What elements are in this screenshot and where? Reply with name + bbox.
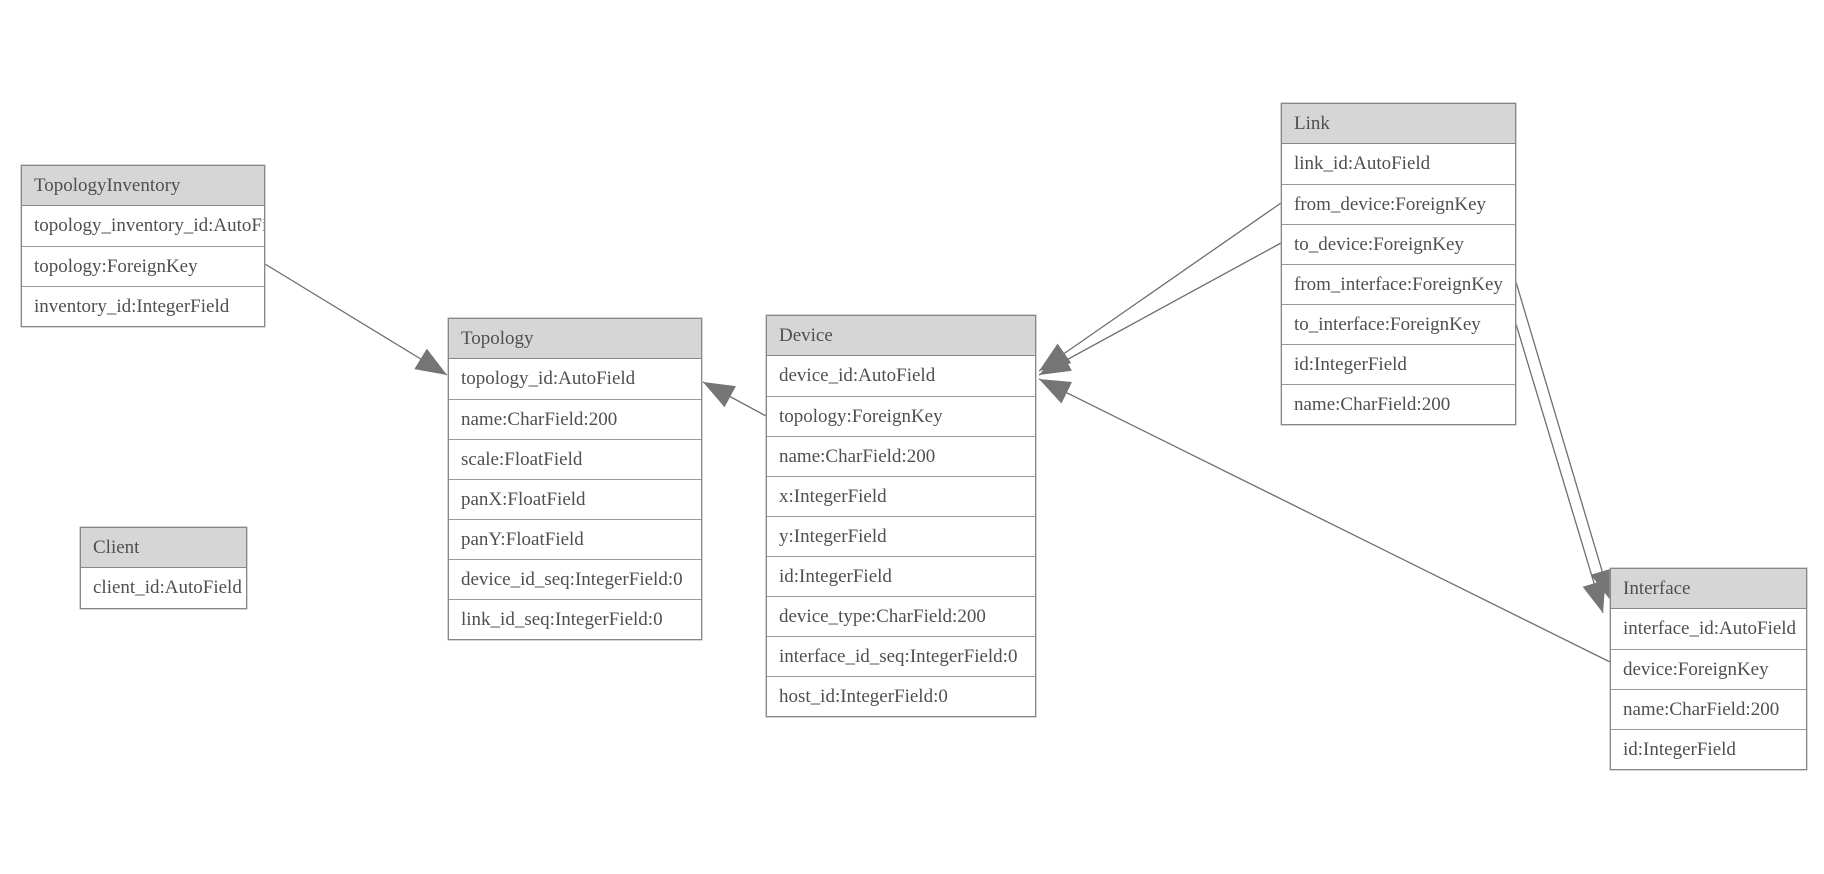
entity-field-list: topology_inventory_id:AutoFieldtopology:… [22,206,264,326]
field-row: topology_id:AutoField [449,359,701,399]
field-row: panY:FloatField [449,519,701,559]
entity-title: TopologyInventory [22,166,264,206]
field-row: name:CharField:200 [1282,384,1515,424]
field-row: id:IntegerField [767,556,1035,596]
entity-title: Client [81,528,246,568]
field-row: interface_id:AutoField [1611,609,1806,649]
entity-title: Device [767,316,1035,356]
field-row: y:IntegerField [767,516,1035,556]
field-row: link_id_seq:IntegerField:0 [449,599,701,639]
field-row: from_interface:ForeignKey [1282,264,1515,304]
field-row: device_id_seq:IntegerField:0 [449,559,701,599]
field-row: id:IntegerField [1611,729,1806,769]
field-row: device_id:AutoField [767,356,1035,396]
field-row: id:IntegerField [1282,344,1515,384]
field-row: link_id:AutoField [1282,144,1515,184]
relation-line-topology-inventory-to-topology [264,263,448,376]
field-row: x:IntegerField [767,476,1035,516]
entity-title: Topology [449,319,701,359]
entity-topology-inventory: TopologyInventory topology_inventory_id:… [21,165,265,327]
field-row: host_id:IntegerField:0 [767,676,1035,716]
relation-line-device-to-topology [702,381,767,417]
entity-client: Client client_id:AutoField [80,527,247,609]
field-row: name:CharField:200 [767,436,1035,476]
field-row: scale:FloatField [449,439,701,479]
relation-line-link-from-device-to-device [1038,202,1282,372]
field-row: topology:ForeignKey [767,396,1035,436]
field-row: inventory_id:IntegerField [22,286,264,326]
field-row: to_device:ForeignKey [1282,224,1515,264]
field-row: name:CharField:200 [449,399,701,439]
field-row: topology_inventory_id:AutoField [22,206,264,246]
relation-line-link-from-interface-to-interface [1515,281,1614,602]
field-row: panX:FloatField [449,479,701,519]
field-row: device_type:CharField:200 [767,596,1035,636]
field-row: topology:ForeignKey [22,246,264,286]
relation-line-link-to-device-to-device [1038,242,1282,376]
field-row: client_id:AutoField [81,568,246,608]
field-row: device:ForeignKey [1611,649,1806,689]
field-row: interface_id_seq:IntegerField:0 [767,636,1035,676]
relation-line-link-to-interface-to-interface [1515,323,1606,614]
entity-title: Link [1282,104,1515,144]
entity-title: Interface [1611,569,1806,609]
field-row: from_device:ForeignKey [1282,184,1515,224]
field-row: to_interface:ForeignKey [1282,304,1515,344]
field-row: name:CharField:200 [1611,689,1806,729]
entity-field-list: client_id:AutoField [81,568,246,608]
